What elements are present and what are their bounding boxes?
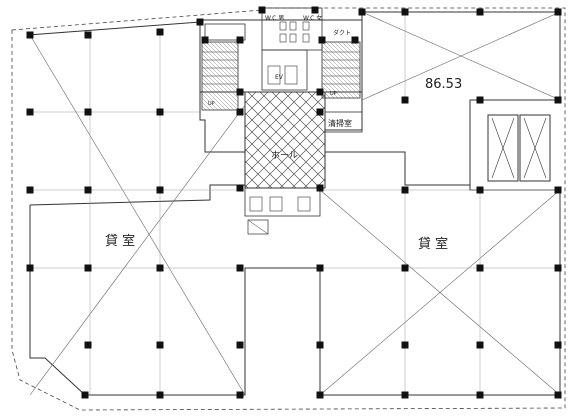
- column: [316, 341, 324, 349]
- column: [316, 184, 324, 192]
- column: [156, 264, 164, 272]
- column: [476, 186, 484, 194]
- column: [316, 391, 324, 399]
- right-elevator-1: [487, 114, 519, 182]
- column: [84, 186, 92, 194]
- column: [476, 341, 484, 349]
- right-office-diagonal-2: [319, 189, 561, 396]
- column: [554, 264, 562, 272]
- wc-men-label: W.C 男: [265, 15, 284, 22]
- building-outline: [11, 7, 566, 411]
- column: [236, 341, 244, 349]
- right-office-wall: [324, 12, 470, 186]
- left-office-wall: [29, 11, 561, 396]
- column: [401, 186, 409, 194]
- column: [258, 6, 266, 14]
- column: [316, 264, 324, 272]
- column: [476, 391, 484, 399]
- column: [156, 108, 164, 116]
- column: [401, 341, 409, 349]
- structural-columns: [26, 6, 562, 399]
- cleaning-room-label: 清掃室: [328, 118, 352, 128]
- column: [554, 341, 562, 349]
- right-stair: [321, 41, 361, 99]
- area-value: 86.53: [425, 77, 462, 92]
- column: [554, 8, 562, 16]
- column: [84, 108, 92, 116]
- lower-core: [244, 187, 321, 217]
- column: [316, 108, 324, 116]
- hall-label: ホール: [271, 150, 298, 161]
- column: [156, 391, 164, 399]
- column: [554, 96, 562, 104]
- column: [401, 8, 409, 16]
- column: [318, 36, 326, 44]
- column: [84, 31, 92, 39]
- lower-core-box: [247, 219, 269, 235]
- column: [554, 186, 562, 194]
- column: [351, 36, 359, 44]
- column: [156, 341, 164, 349]
- column: [476, 96, 484, 104]
- column: [236, 108, 244, 116]
- left-office-diagonal-2: [29, 104, 246, 396]
- office-left-label: 貸 室: [105, 233, 135, 249]
- column: [358, 8, 366, 16]
- pipe-space-label: ダクト: [333, 29, 351, 37]
- left-wc-block: [204, 23, 246, 41]
- column: [26, 264, 34, 272]
- stair-right-label: UP: [330, 91, 337, 97]
- column: [316, 88, 324, 96]
- column: [26, 108, 34, 116]
- column: [196, 18, 204, 26]
- column: [236, 36, 244, 44]
- column: [156, 186, 164, 194]
- column: [236, 88, 244, 96]
- column: [401, 391, 409, 399]
- column: [81, 391, 89, 399]
- stair-left-label: UP: [208, 101, 215, 107]
- center-ev: [261, 49, 308, 91]
- column: [476, 8, 484, 16]
- left-office-diagonal-1: [29, 34, 246, 396]
- column: [26, 31, 34, 39]
- column: [554, 391, 562, 399]
- column: [476, 264, 484, 272]
- office-right-label: 貸 室: [418, 236, 448, 252]
- column: [236, 391, 244, 399]
- column: [401, 96, 409, 104]
- right-elevator-2: [519, 114, 551, 182]
- column: [84, 341, 92, 349]
- hall: [244, 91, 326, 189]
- column: [236, 184, 244, 192]
- column: [26, 186, 34, 194]
- column: [84, 264, 92, 272]
- column: [236, 264, 244, 272]
- column: [201, 36, 209, 44]
- column: [156, 28, 164, 36]
- column: [401, 264, 409, 272]
- wc-women-label: W.C 女: [303, 14, 322, 22]
- column: [311, 6, 319, 14]
- elevator-label: EV: [275, 74, 284, 81]
